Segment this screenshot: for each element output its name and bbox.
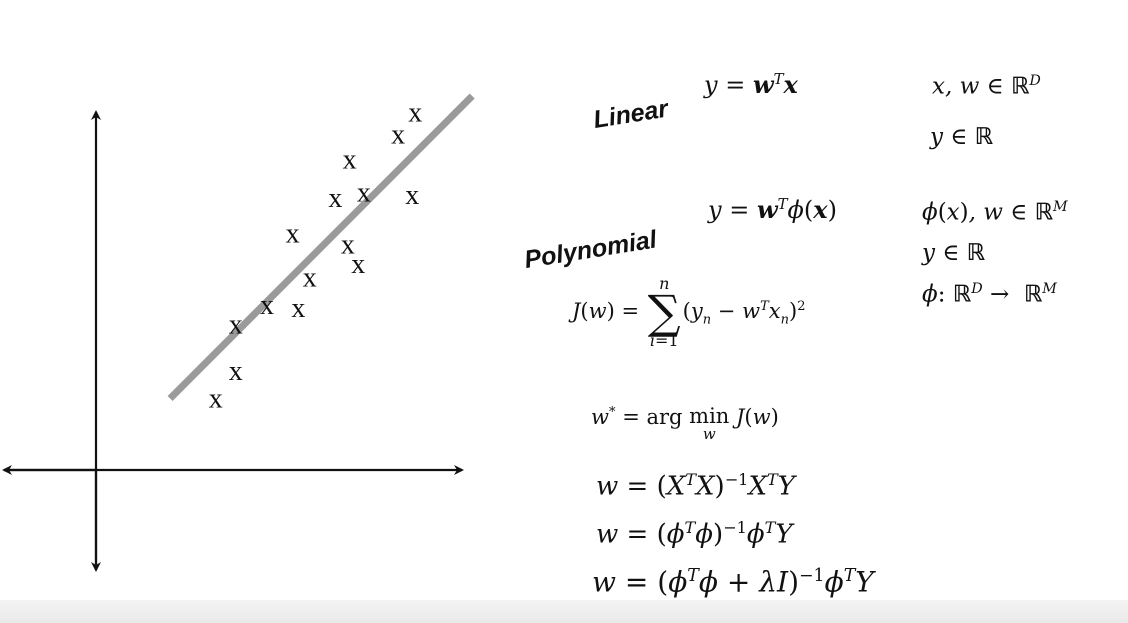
data-point: x xyxy=(391,120,405,151)
linear-domain-1: x, w ∈ ℝD xyxy=(932,73,1041,100)
linear-model-equation: y = wTx xyxy=(704,70,798,99)
data-point: x xyxy=(286,219,300,250)
data-point: x xyxy=(357,177,371,208)
poly-domain-3: ϕ: ℝD → ℝM xyxy=(922,281,1057,308)
data-point: x xyxy=(351,249,365,280)
data-point: x xyxy=(405,180,419,211)
data-point: x xyxy=(303,263,317,294)
data-point: x xyxy=(341,230,355,261)
data-point: x xyxy=(229,309,243,340)
data-point: x xyxy=(209,384,223,415)
data-point: x xyxy=(260,290,274,321)
data-point: x xyxy=(291,293,305,324)
data-point: x xyxy=(343,144,357,175)
normal-equation-1: w = (XTX)−1XTY xyxy=(596,470,795,502)
regression-line xyxy=(167,93,475,401)
normal-equation-2: w = (ϕTϕ)−1ϕTY xyxy=(596,518,793,550)
data-point: x xyxy=(328,183,342,214)
data-point: x xyxy=(408,98,422,129)
linear-domain-2: y ∈ ℝ xyxy=(930,124,994,150)
poly-domain-2: y ∈ ℝ xyxy=(922,240,986,266)
data-point: x xyxy=(229,356,243,387)
poly-domain-1: ϕ(x), w ∈ ℝM xyxy=(922,199,1068,226)
poly-model-equation: y = wTϕ(x) xyxy=(708,195,837,224)
bottom-strip xyxy=(0,600,1128,623)
loss-equation: J(w) = n ∑ i=1 (yn − wTxn)2 xyxy=(572,274,806,351)
ridge-equation: w = (ϕTϕ + λI)−1ϕTY xyxy=(592,565,874,599)
polynomial-label: Polynomial xyxy=(522,225,659,275)
linear-label: Linear xyxy=(591,94,670,135)
